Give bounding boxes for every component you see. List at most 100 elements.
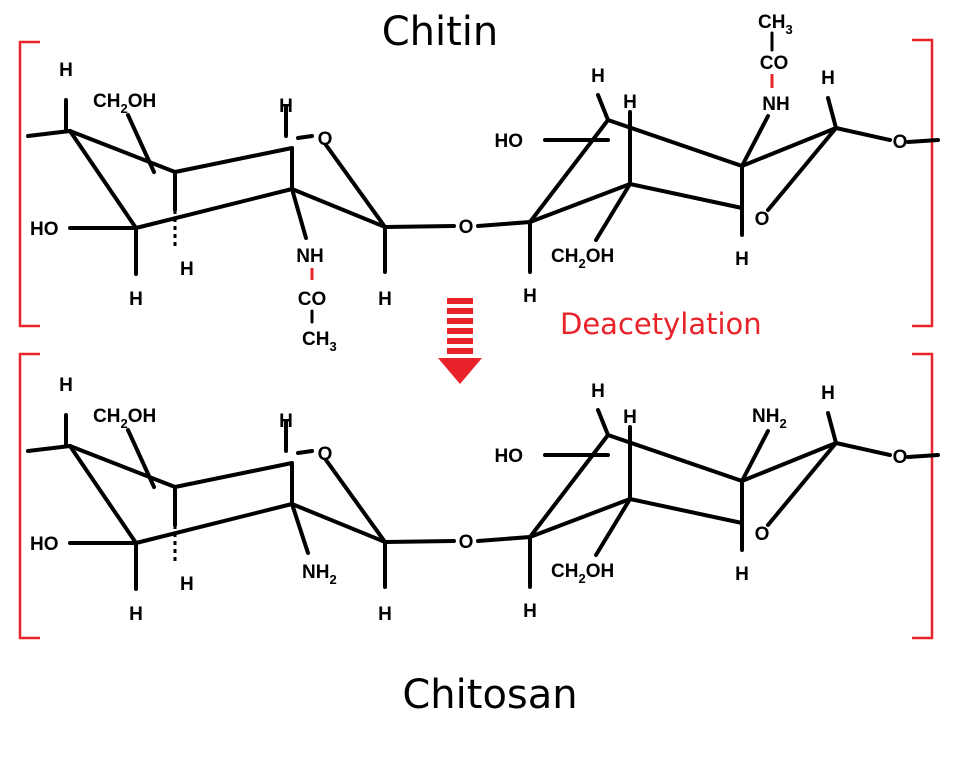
chitin-title: Chitin	[382, 9, 499, 55]
chitosan-left-ring	[26, 413, 456, 591]
bond-line	[126, 113, 156, 174]
bond-line	[447, 348, 473, 354]
atom-label: HO	[495, 446, 524, 467]
bond-line	[596, 408, 610, 437]
bond-line	[296, 134, 314, 140]
bond-line	[906, 138, 940, 144]
bond-line	[476, 220, 532, 228]
chitosan-title: Chitosan	[402, 672, 577, 718]
atom-label: O	[893, 132, 908, 153]
bond-line	[740, 429, 770, 483]
atom-label: H	[591, 381, 605, 402]
chitosan-right-bracket	[912, 352, 934, 640]
atom-label: CH2OH	[93, 406, 156, 431]
bond-line	[68, 444, 177, 489]
atom-label: O	[459, 217, 474, 238]
bond-line	[528, 118, 610, 224]
atom-label: H	[523, 286, 537, 307]
atom-label: O	[755, 209, 770, 230]
bond-line	[447, 298, 473, 304]
bond-line	[834, 126, 892, 142]
atom-label: NH2	[302, 562, 337, 587]
bond-line	[628, 497, 744, 525]
bond-line	[383, 224, 456, 229]
atom-label: H	[129, 604, 143, 625]
atom-label: NH2	[752, 406, 787, 431]
bond-line	[447, 328, 473, 334]
atom-label: H	[378, 289, 392, 310]
bond-line	[594, 182, 632, 242]
atom-label: HO	[30, 534, 59, 555]
chitosan-left-bracket	[18, 352, 40, 640]
atom-label: O	[755, 524, 770, 545]
bond-line	[438, 358, 482, 384]
atom-label: H	[735, 249, 749, 270]
chitin-left-bracket	[18, 40, 40, 328]
atom-label: O	[318, 129, 333, 150]
bond-line	[906, 453, 940, 459]
atom-label: H	[821, 68, 835, 89]
bond-line	[383, 539, 456, 544]
atom-label: H	[279, 96, 293, 117]
bond-line	[126, 428, 156, 489]
bond-line	[290, 502, 387, 544]
bond-line	[26, 129, 72, 138]
bond-line	[834, 441, 892, 457]
bond-line	[826, 411, 838, 445]
bond-line	[447, 318, 473, 324]
bond-line	[134, 502, 294, 545]
atom-label: CH3	[302, 329, 337, 354]
bond-line	[68, 444, 138, 545]
atom-label: O	[459, 532, 474, 553]
atom-label: H	[735, 564, 749, 585]
atom-label: O	[893, 447, 908, 468]
atom-label: H	[591, 66, 605, 87]
atom-label: H	[523, 601, 537, 622]
bond-line	[68, 129, 138, 230]
bond-line	[324, 143, 387, 229]
chitosan-right-ring	[476, 408, 940, 589]
atom-label: CH2OH	[551, 561, 614, 586]
atom-label: CH3	[758, 12, 793, 37]
bond-line	[766, 126, 838, 212]
bond-line	[628, 182, 744, 210]
bond-line	[528, 433, 610, 539]
bond-line	[528, 497, 632, 539]
atom-label: CH2OH	[551, 246, 614, 271]
bond-line	[324, 458, 387, 544]
bond-line	[594, 497, 632, 557]
bond-line	[290, 187, 387, 229]
atom-label: H	[180, 259, 194, 280]
chitin-right-ring	[476, 93, 940, 274]
atom-label: O	[318, 444, 333, 465]
bond-line	[68, 129, 177, 174]
chitosan-structure: H CH2OH H O HO H H NH2 H O HO H H NH2 H …	[26, 375, 940, 625]
bond-line	[740, 114, 770, 168]
bond-line	[740, 441, 838, 483]
chitin-right-bracket	[912, 38, 934, 328]
atom-label: H	[623, 92, 637, 113]
deacetylation-label: Deacetylation	[560, 307, 762, 341]
bond-line	[173, 461, 294, 489]
atom-label: H	[129, 289, 143, 310]
atom-label: NH	[296, 246, 323, 267]
atom-label: H	[279, 411, 293, 432]
atom-label: CO	[760, 53, 789, 74]
atom-label: H	[59, 375, 73, 396]
bond-line	[290, 502, 310, 555]
atom-label: H	[378, 604, 392, 625]
atom-label: H	[180, 574, 194, 595]
bond-line	[766, 441, 838, 527]
bond-line	[173, 146, 294, 174]
atom-label: H	[59, 60, 73, 81]
deacetylation-arrow-icon	[438, 298, 482, 384]
chitin-left-ring	[26, 98, 456, 276]
bond-line	[476, 535, 532, 543]
bond-line	[26, 444, 72, 453]
bond-line	[290, 187, 308, 240]
bond-line	[826, 96, 838, 130]
bond-line	[447, 308, 473, 314]
atom-label: HO	[30, 219, 59, 240]
bond-line	[134, 187, 294, 230]
